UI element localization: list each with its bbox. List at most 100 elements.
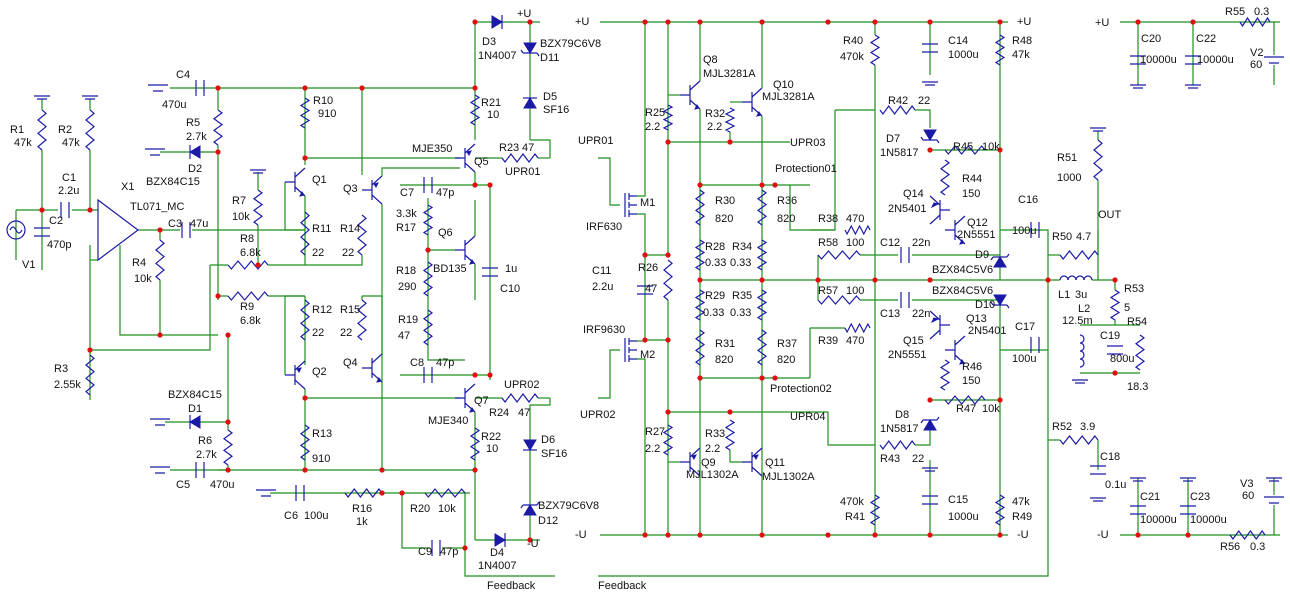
component-label: 2N5401 (888, 203, 927, 215)
junction-dot (997, 19, 1003, 25)
component-label: Q5 (474, 156, 489, 168)
transistor (742, 87, 763, 117)
diode-bar (990, 301, 1010, 309)
component-label: C16 (1018, 194, 1038, 206)
component-label: Protection01 (775, 163, 837, 175)
component-label: UPR01 (505, 166, 540, 178)
component-label: 60 (1250, 59, 1262, 71)
component-label: C23 (1190, 491, 1210, 503)
component-label: 12.5m (1062, 315, 1093, 327)
rail-label: -U (1097, 529, 1109, 541)
resistor (422, 261, 434, 297)
component-label: R9 (240, 301, 254, 313)
component-label: 2.55k (54, 379, 81, 391)
junction-dot (665, 532, 671, 538)
diode (993, 256, 1007, 268)
component-label: 10k (232, 211, 250, 223)
component-label: 2N5551 (957, 229, 996, 241)
junction-dot (472, 85, 478, 91)
junction-dot (727, 409, 733, 415)
signal-source-icon (6, 220, 26, 240)
sine-icon (9, 226, 23, 234)
ground-icon (1130, 84, 1146, 89)
component-label: 100u (1012, 225, 1036, 237)
component-label: 0.33 (705, 257, 726, 269)
junction-dot (225, 419, 231, 425)
capacitor (295, 485, 305, 501)
component-label: 22 (342, 247, 354, 259)
wire (305, 255, 363, 266)
junction-dot (642, 337, 648, 343)
resistor (501, 153, 539, 163)
rail-label: +U (1095, 17, 1109, 29)
arrow (756, 111, 762, 117)
diode (491, 15, 503, 29)
junction-dot (1112, 277, 1118, 283)
ground-icon (922, 81, 938, 86)
capacitor (195, 80, 205, 96)
wire (827, 412, 875, 446)
component-label: MJL3281A (703, 68, 756, 80)
component-label: R18 (396, 265, 416, 277)
component-label: R48 (1012, 35, 1032, 47)
arrow (469, 259, 475, 265)
junction-dot (697, 19, 703, 25)
component-label: 47k (1012, 496, 1030, 508)
feedback-label: Feedback (598, 580, 647, 592)
resistor (155, 239, 165, 281)
junction-dot (39, 207, 45, 213)
resistor (994, 34, 1006, 66)
component-label: 800u (1110, 353, 1134, 365)
component-label: R11 (312, 223, 331, 235)
component-label: 2N5401 (968, 325, 1007, 337)
component-label: 100u (304, 510, 328, 522)
component-label: 10000u (1197, 54, 1234, 66)
mosfet (624, 193, 637, 217)
opamp-symbol (97, 198, 139, 262)
component-label: R2 (58, 124, 72, 136)
component-label: R3 (54, 363, 68, 375)
component-label: R55 (1225, 6, 1245, 18)
component-label: Q15 (903, 335, 924, 347)
component-label: 0.3 (1250, 541, 1265, 553)
component-label: 820 (715, 354, 733, 366)
component-label: 10k (982, 403, 1000, 415)
component-label: 0.33 (730, 257, 751, 269)
diode-bar (920, 136, 940, 144)
junction-dot (527, 19, 533, 25)
component-label: R47 (956, 403, 976, 415)
resistor (1059, 435, 1099, 445)
component-label: 10000u (1140, 514, 1177, 526)
component-label: R26 (638, 262, 658, 274)
component-label: C22 (1196, 33, 1216, 45)
wire (90, 265, 211, 351)
component-label: R51 (1057, 152, 1077, 164)
resistor (817, 250, 861, 260)
resistor (662, 424, 674, 456)
resistor (299, 97, 311, 129)
resistor (299, 424, 311, 461)
component-label: R31 (715, 338, 735, 350)
junction-dot (472, 372, 478, 378)
inductor (1079, 334, 1085, 368)
junction-dot (815, 277, 821, 283)
component-label: MJL1302A (762, 471, 815, 483)
component-label: 47 (522, 142, 534, 154)
component-label: R21 (481, 97, 501, 109)
junction-dot (825, 532, 831, 538)
component-label: Q14 (903, 188, 924, 200)
resistor (1059, 250, 1099, 260)
junction-dot (255, 262, 261, 268)
diode (189, 145, 201, 159)
ground-icon (1072, 379, 1088, 384)
resistor (994, 494, 1006, 526)
junction-dot (927, 397, 933, 403)
junction-dot (759, 182, 765, 188)
battery-icon (256, 489, 276, 497)
transistor (945, 335, 966, 365)
component-label: D11 (540, 52, 559, 64)
component-label: 290 (398, 281, 416, 293)
capacitor (195, 462, 205, 478)
component-label: BZX84C5V6 (932, 285, 993, 297)
component-label: Q7 (474, 395, 489, 407)
